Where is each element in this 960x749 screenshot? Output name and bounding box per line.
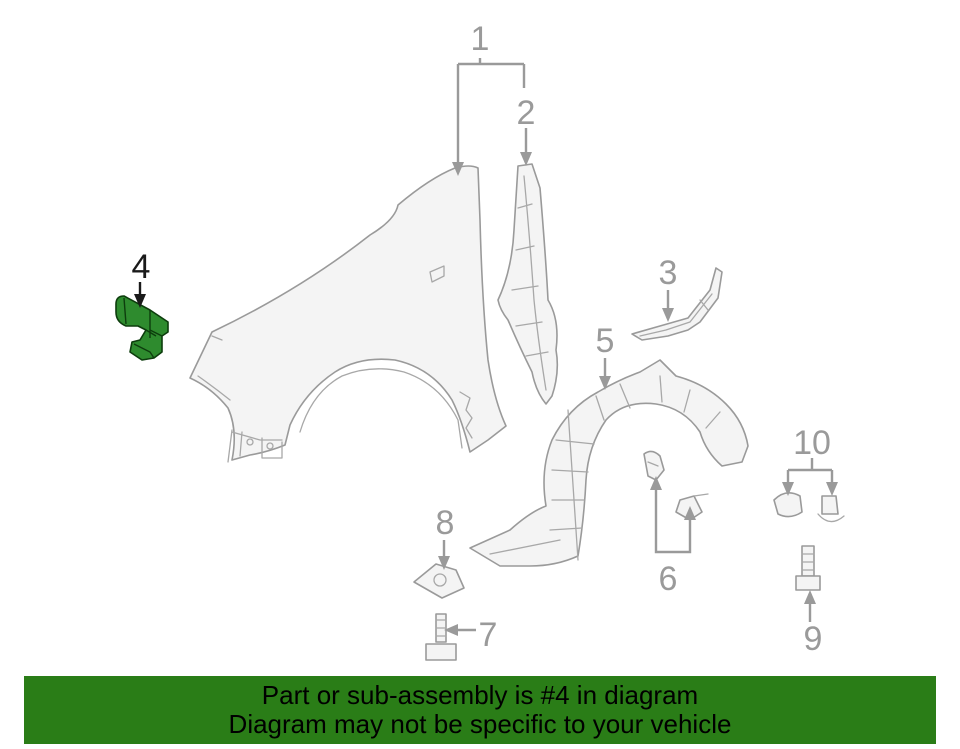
callout-7: 7 bbox=[479, 616, 498, 654]
clip-part-6[interactable] bbox=[643, 450, 709, 521]
liner-part-5[interactable] bbox=[469, 359, 749, 567]
banner-line-1: Part or sub-assembly is #4 in diagram bbox=[261, 680, 699, 710]
leader-lines bbox=[134, 58, 838, 636]
bolt-part-9[interactable] bbox=[795, 545, 821, 591]
callout-8: 8 bbox=[436, 504, 455, 542]
callout-3: 3 bbox=[659, 254, 678, 292]
banner-line-2: Diagram may not be specific to your vehi… bbox=[228, 709, 732, 739]
bolt-part-7[interactable] bbox=[425, 613, 457, 661]
callout-10: 10 bbox=[793, 424, 831, 462]
callout-9: 9 bbox=[804, 620, 823, 658]
bracket-part-3[interactable] bbox=[631, 267, 723, 341]
clip-part-10[interactable] bbox=[773, 492, 845, 523]
seal-part-2[interactable] bbox=[497, 163, 559, 405]
callout-2: 2 bbox=[517, 94, 536, 132]
callout-6: 6 bbox=[659, 560, 678, 598]
callout-5: 5 bbox=[596, 322, 615, 360]
notice-banner: Part or sub-assembly is #4 in diagram Di… bbox=[24, 676, 936, 744]
nut-part-8[interactable] bbox=[413, 563, 465, 599]
bracket-part-4-highlighted[interactable] bbox=[115, 295, 169, 361]
callout-1: 1 bbox=[471, 20, 490, 58]
fender-part-1[interactable] bbox=[189, 165, 507, 463]
callout-4-highlighted: 4 bbox=[132, 248, 151, 286]
